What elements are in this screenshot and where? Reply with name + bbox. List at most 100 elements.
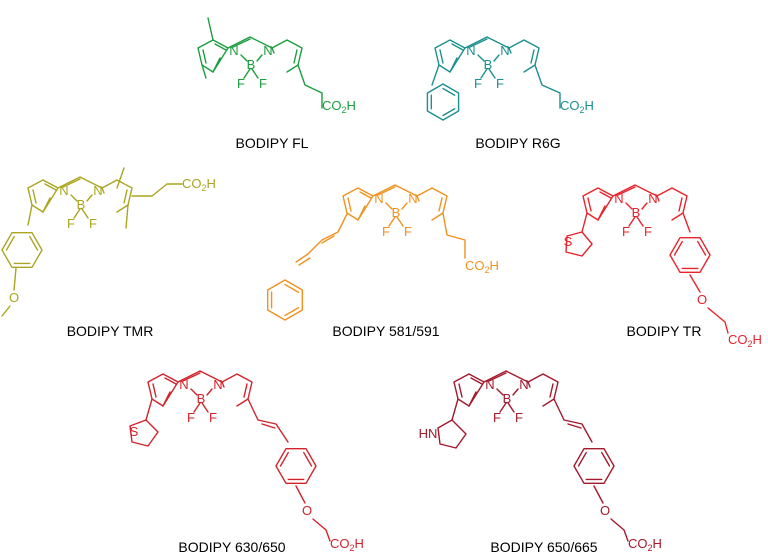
right-pyrrole-bond — [508, 47, 512, 54]
right-pyrrole-ring — [508, 39, 540, 73]
b-f-bond — [480, 68, 488, 79]
phenyl-ring-double-bond — [442, 108, 456, 117]
n-b-bond — [496, 388, 504, 396]
meso-double-bond — [182, 372, 201, 382]
propanoic-acid-chain — [534, 64, 561, 109]
methyl-group — [116, 167, 125, 189]
dye-name-label: BODIPY TMR — [67, 323, 154, 339]
n-bond — [468, 391, 477, 407]
methoxyphenyl-ring-double-bond — [5, 235, 15, 251]
nitrogen-atom: N — [59, 183, 68, 198]
fluorine-atom: F — [496, 76, 504, 91]
nitrogen-atom: N — [93, 183, 102, 198]
n-bond — [357, 205, 366, 221]
phenyl-ring — [426, 83, 460, 121]
ether-bond — [593, 485, 604, 504]
oxygen-atom: O — [9, 290, 19, 305]
carboxylic-acid-label: CO2H — [560, 98, 594, 115]
alkene-double-bond — [298, 257, 311, 266]
fluorine-atom: F — [382, 224, 390, 239]
right-pyrrole-ring — [221, 373, 253, 407]
meso-double-bond — [232, 38, 251, 48]
thiophene-ring — [565, 212, 593, 257]
nitrogen-atom: N — [179, 377, 188, 392]
left-pyrrole-ring — [453, 373, 485, 407]
carboxylic-acid-label: CO2H — [182, 176, 216, 193]
right-pyrrole-double-bond — [549, 383, 554, 398]
b-n-bond — [512, 388, 519, 396]
meso-bridge — [612, 184, 658, 197]
left-pyrrole-double-bond — [164, 377, 177, 385]
left-pyrrole-double-bond — [439, 49, 444, 64]
methyl-group — [207, 17, 214, 41]
left-pyrrole-double-bond — [347, 197, 352, 212]
b-f-bond — [251, 68, 259, 79]
b-f-bond — [243, 68, 251, 79]
n-b-bond — [385, 202, 393, 210]
phenyl-ring-double-bond — [279, 451, 289, 467]
right-pyrrole-bond — [271, 47, 275, 54]
methoxyphenyl-ring-double-bond — [29, 235, 39, 251]
thiophene-link — [145, 398, 153, 421]
b-f-bond — [81, 208, 89, 219]
fluorine-atom: F — [67, 216, 75, 231]
methoxyphenyl-ring — [1, 231, 43, 269]
meso-bridge — [464, 36, 510, 49]
n-bond — [162, 391, 171, 407]
meso-double-bond — [488, 372, 507, 382]
phenyl-ring — [275, 447, 317, 485]
fluorine-atom: F — [622, 224, 630, 239]
phenyl-ring — [266, 279, 304, 321]
fluorine-atom: F — [209, 410, 217, 425]
right-pyrrole-bond — [656, 195, 660, 202]
phenyl-ring-double-bond — [284, 283, 300, 293]
dye-name-label: BODIPY 581/591 — [332, 323, 439, 339]
nitrogen-atom: N — [500, 43, 509, 58]
butadiene-linker — [295, 213, 348, 263]
meso-double-bond — [377, 186, 396, 196]
b-n-bond — [401, 202, 408, 210]
methyl-group — [125, 204, 129, 229]
right-pyrrole-ring — [271, 39, 303, 73]
n-b-bond — [70, 194, 78, 202]
left-pyrrole-double-bond — [202, 49, 207, 64]
left-pyrrole-ring — [434, 39, 466, 73]
pyrrole-link — [451, 398, 459, 421]
meso-double-bond — [617, 186, 636, 196]
left-pyrrole-ring — [147, 373, 179, 407]
left-pyrrole-double-bond — [451, 43, 464, 51]
right-pyrrole-double-bond — [530, 49, 535, 64]
fluorine-atom: F — [89, 216, 97, 231]
right-pyrrole-ring — [416, 187, 448, 221]
boron-atom: B — [247, 57, 256, 72]
b-f-bond — [499, 402, 507, 413]
fluorine-atom: F — [515, 410, 523, 425]
boron-atom: B — [632, 205, 641, 220]
nitrogen-atom: N — [213, 377, 222, 392]
dye-name-label: BODIPY TR — [627, 323, 702, 339]
right-pyrrole-double-bond — [293, 49, 298, 64]
fluorine-atom: F — [259, 76, 267, 91]
right-pyrrole-bond — [101, 187, 105, 194]
n-b-bond — [240, 54, 248, 62]
oxyacetic-chain — [610, 518, 629, 542]
carboxylic-acid-label: CO2H — [465, 258, 499, 275]
propanoic-acid-chain — [442, 212, 466, 259]
fluorine-atom: F — [644, 224, 652, 239]
b-f-bond — [388, 216, 396, 227]
meso-bridge — [227, 36, 273, 49]
boron-atom: B — [484, 57, 493, 72]
right-pyrrole-ring — [656, 187, 688, 221]
meso-double-bond — [469, 38, 488, 48]
left-pyrrole-double-bond — [458, 383, 463, 398]
nitrogen-atom: N — [374, 191, 383, 206]
b-f-bond — [73, 208, 81, 219]
vinyl-linker — [247, 398, 289, 443]
carboxylic-acid-label: CO2H — [628, 536, 662, 553]
left-pyrrole-ring — [582, 187, 614, 221]
ether-bond — [295, 485, 306, 504]
